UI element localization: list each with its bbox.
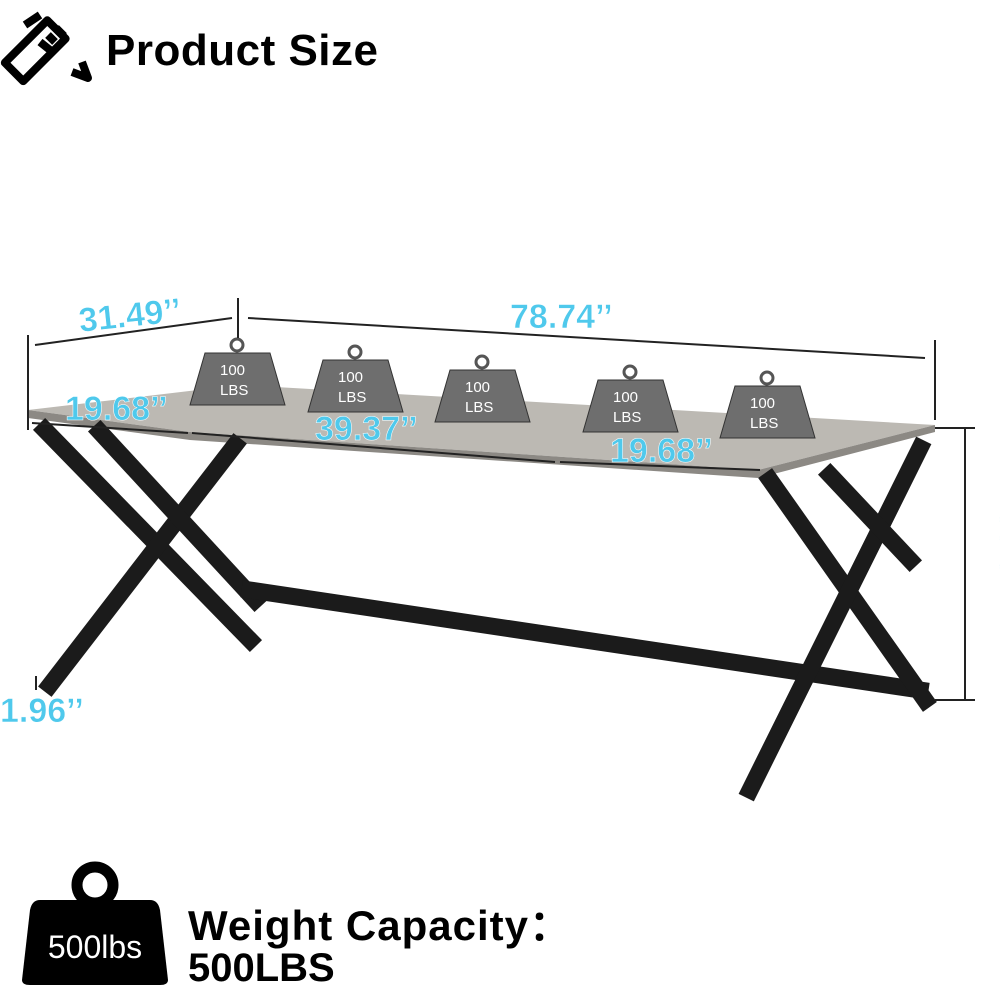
left-section-label: 19.68’’ — [65, 390, 168, 428]
weight-label: 100 — [338, 369, 363, 386]
weight-3: 100 LBS — [434, 354, 531, 423]
weight-2: 100 LBS — [307, 344, 404, 413]
leg-width-label: 1.96’’ — [0, 692, 84, 730]
weight-unit: LBS — [220, 382, 248, 399]
weight-unit: LBS — [338, 389, 366, 406]
weight-5: 100 LBS — [719, 370, 816, 439]
ruler-pencil-icon — [0, 11, 92, 86]
weight-icon-text: 500lbs — [48, 929, 142, 965]
weight-unit: LBS — [465, 399, 493, 416]
weight-label: 100 — [613, 389, 638, 406]
table — [28, 385, 937, 802]
depth-label: 31.49’’ — [77, 291, 183, 340]
weight-unit: LBS — [750, 415, 778, 432]
weight-icon: 500lbs — [22, 861, 168, 985]
weight-label: 100 — [750, 395, 775, 412]
weight-unit: LBS — [613, 409, 641, 426]
weights: 100 LBS 100 LBS 100 LBS 100 LBS 100 LBS — [189, 337, 816, 439]
weight-capacity-label: Weight Capacity： — [188, 902, 572, 949]
weight-1: 100 LBS — [189, 337, 286, 406]
length-label: 78.74’’ — [510, 298, 613, 336]
weight-4: 100 LBS — [582, 364, 679, 433]
middle-section-label: 39.37’’ — [315, 410, 418, 448]
weight-capacity-value: 500LBS — [188, 946, 335, 990]
dimension-lines — [27, 298, 975, 701]
page-title: Product Size — [106, 26, 379, 75]
right-section-label: 19.68’’ — [610, 432, 713, 470]
weight-label: 100 — [465, 379, 490, 396]
weight-label: 100 — [220, 362, 245, 379]
height-label: 30.0’’ — [992, 510, 1000, 594]
